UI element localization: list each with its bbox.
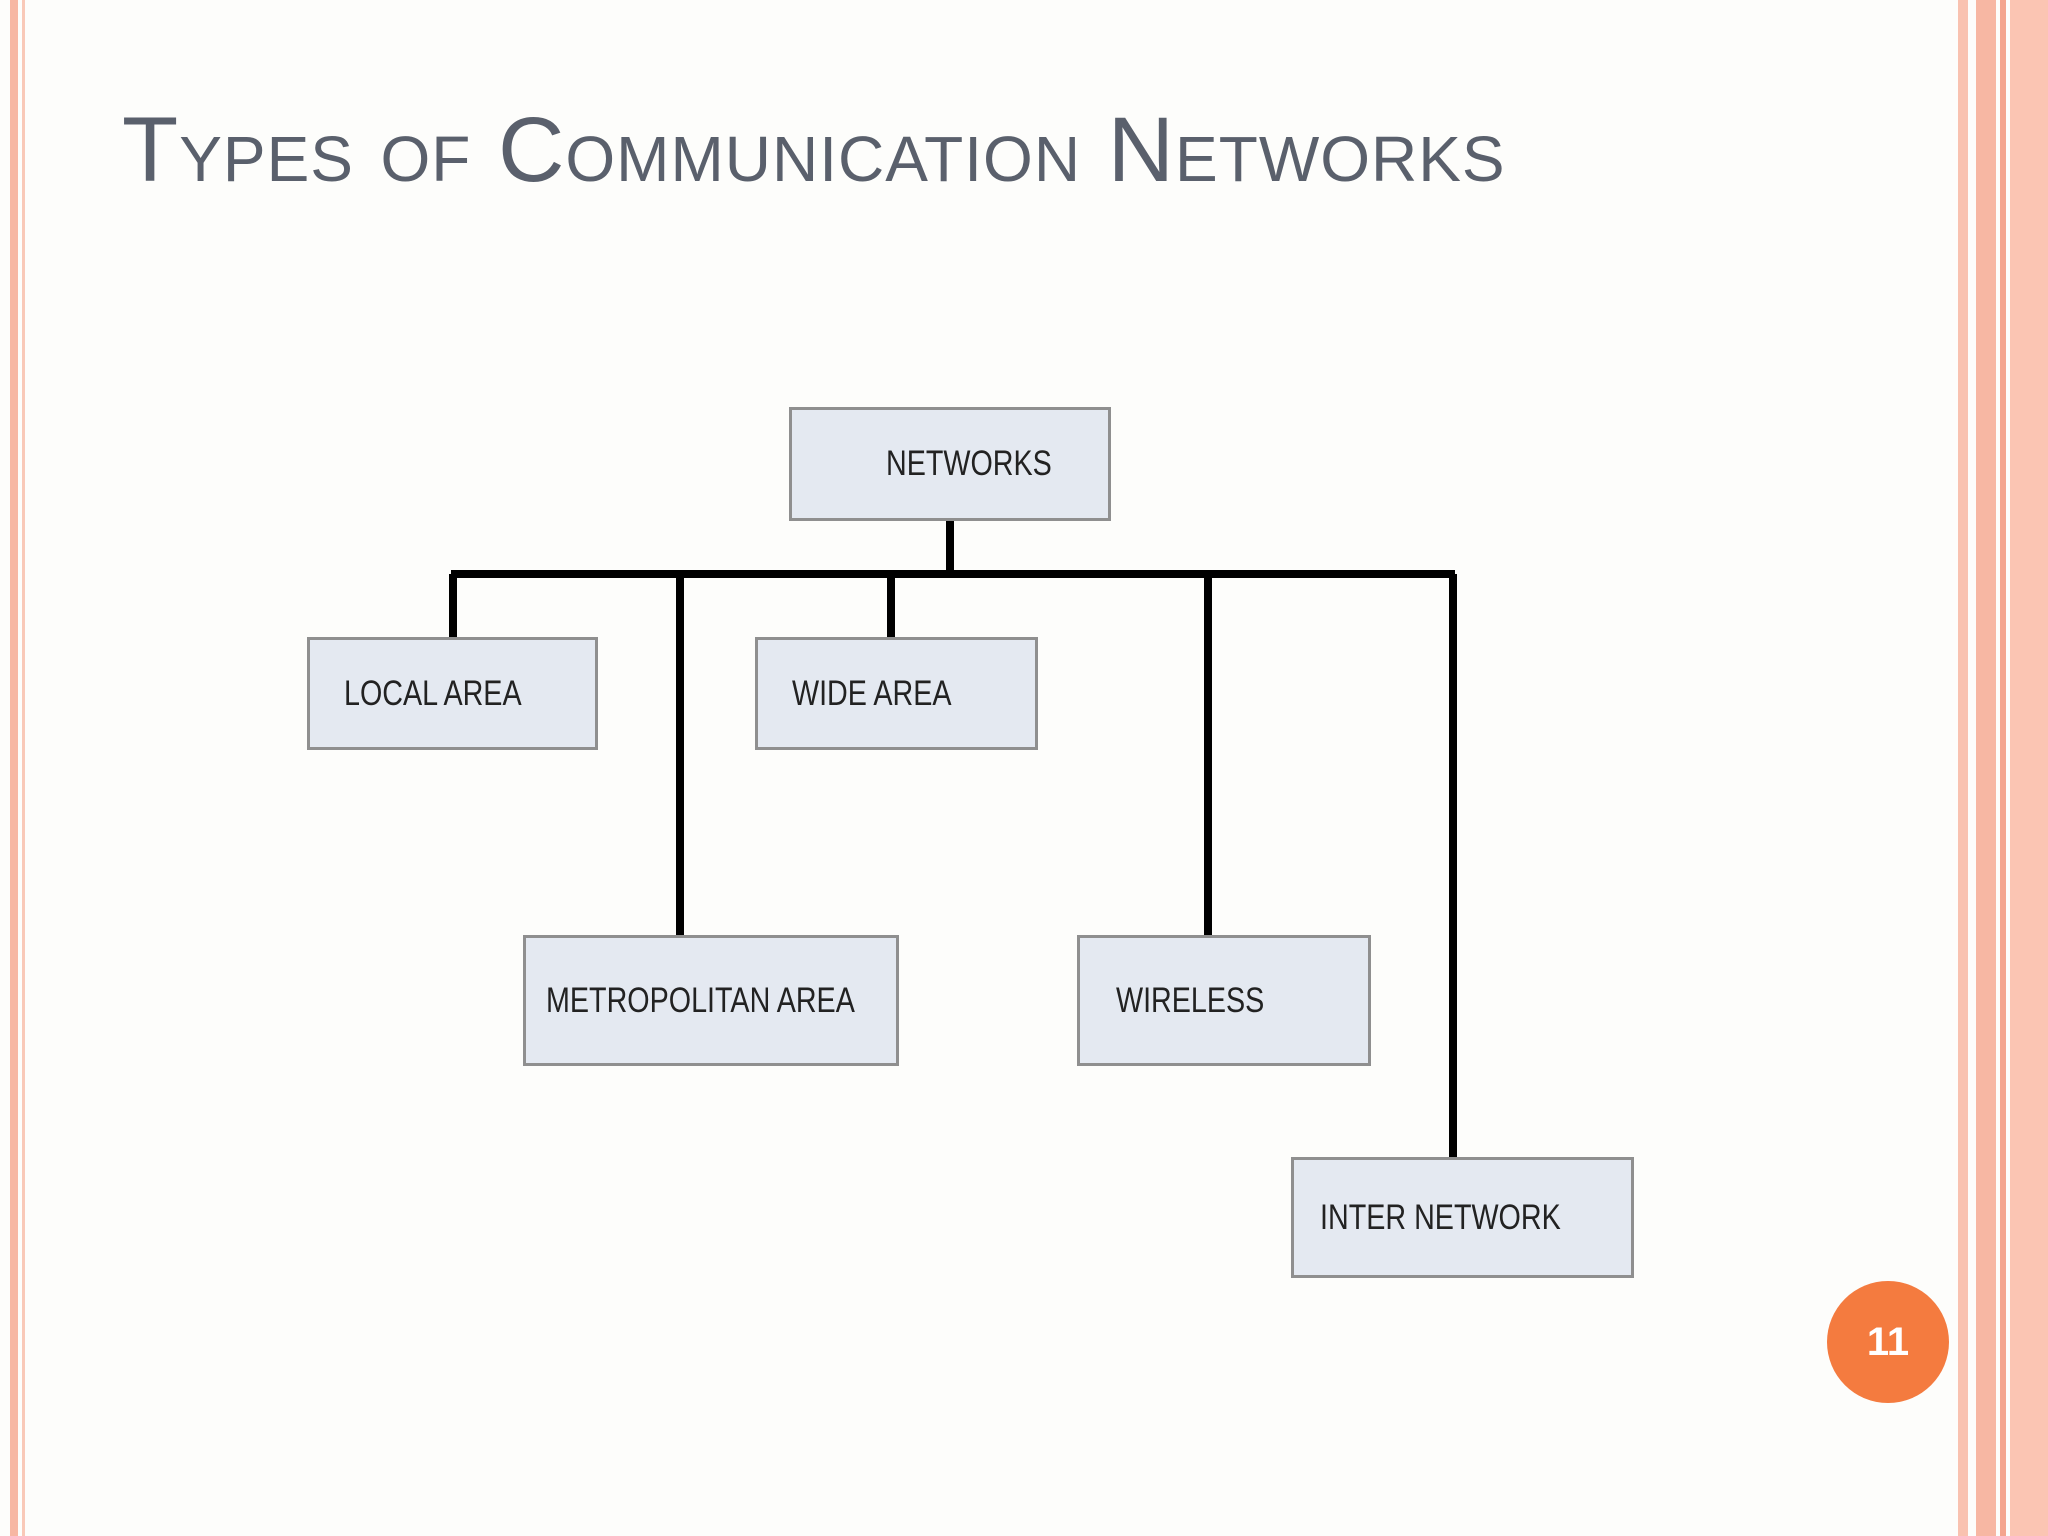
slide-title: Types of Communication Networks <box>122 99 1506 201</box>
node-metropolitan-area: METROPOLITAN AREA <box>523 935 899 1066</box>
node-metropolitan-area-label: METROPOLITAN AREA <box>546 980 855 1020</box>
page-number-badge: 11 <box>1827 1281 1949 1403</box>
node-networks: NETWORKS <box>789 407 1111 521</box>
frame-right-a <box>1958 0 1968 1536</box>
node-wireless-label: WIRELESS <box>1116 980 1265 1020</box>
node-inter-network: INTER NETWORK <box>1291 1157 1634 1278</box>
frame-left-outer <box>10 0 18 1536</box>
node-local-area: LOCAL AREA <box>307 637 598 750</box>
frame-right-d <box>2010 0 2048 1536</box>
connectors <box>449 518 1457 1160</box>
frame-left-inner <box>22 0 25 1536</box>
node-inter-network-label: INTER NETWORK <box>1320 1197 1561 1237</box>
frame-right-b <box>1976 0 1996 1536</box>
node-networks-label: NETWORKS <box>886 444 1052 483</box>
node-wide-area-label: WIDE AREA <box>792 673 952 713</box>
node-wireless: WIRELESS <box>1077 935 1371 1066</box>
node-local-area-label: LOCAL AREA <box>344 673 522 713</box>
frame-right-c <box>2000 0 2006 1536</box>
node-wide-area: WIDE AREA <box>755 637 1038 750</box>
